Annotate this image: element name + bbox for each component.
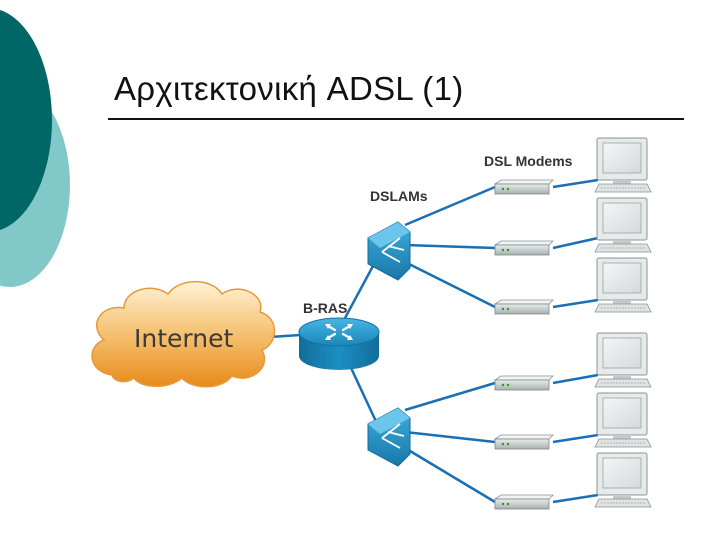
dsl-modem-icon (493, 299, 554, 315)
link-modem-pc-5 (552, 433, 599, 444)
link-internet-bras (269, 333, 301, 339)
desktop-computer-icon (594, 137, 652, 193)
dsl-modem-icon (493, 494, 554, 510)
link-modem-pc-6 (552, 493, 599, 504)
link-modem-pc-4 (552, 373, 599, 385)
title-underline (108, 118, 684, 120)
router-icon (298, 317, 380, 370)
desktop-computer-icon (594, 197, 652, 253)
dslam-switch-icon (367, 407, 411, 467)
dslam-switch-icon (367, 221, 411, 281)
link-modem-pc-2 (552, 236, 599, 250)
modem-3 (493, 299, 554, 315)
desktop-computer-icon (594, 332, 652, 388)
modem-5 (493, 434, 554, 450)
bras-label: B-RAS (303, 300, 347, 316)
dslam-bottom (367, 407, 411, 467)
network-links (269, 178, 599, 504)
computer-2 (594, 197, 652, 253)
dsl-modem-icon (493, 434, 554, 450)
link-modem-pc-3 (552, 298, 599, 309)
dslam-top (367, 221, 411, 281)
computer-4 (594, 332, 652, 388)
link-dslam-modem-1 (404, 185, 496, 227)
internet-label: Internet (134, 324, 233, 353)
slide-title: Αρχιτεκτονική ADSL (1) (114, 70, 464, 107)
modem-2 (493, 240, 554, 256)
desktop-computer-icon (594, 452, 652, 508)
link-dslam-modem-2 (404, 243, 496, 250)
computer-5 (594, 392, 652, 448)
dsl-modem-icon (493, 240, 554, 256)
dsl-modem-icon (493, 375, 554, 391)
link-dslam-modem-5 (404, 430, 496, 444)
internet-cloud-icon: Internet (91, 280, 276, 388)
modem-1 (493, 179, 554, 195)
link-dslam-modem-3 (404, 260, 496, 309)
modem-6 (493, 494, 554, 510)
computer-3 (594, 257, 652, 313)
link-modem-pc-1 (552, 178, 599, 189)
link-dslam-modem-6 (404, 446, 496, 504)
dsl-modem-icon (493, 179, 554, 195)
desktop-computer-icon (594, 392, 652, 448)
dslams-label: DSLAMs (370, 188, 428, 204)
corner-circle-dark (0, 10, 52, 230)
dsl-modems-label: DSL Modems (484, 153, 573, 169)
computer-6 (594, 452, 652, 508)
link-dslam-modem-4 (404, 381, 496, 412)
computer-1 (594, 137, 652, 193)
modem-4 (493, 375, 554, 391)
desktop-computer-icon (594, 257, 652, 313)
